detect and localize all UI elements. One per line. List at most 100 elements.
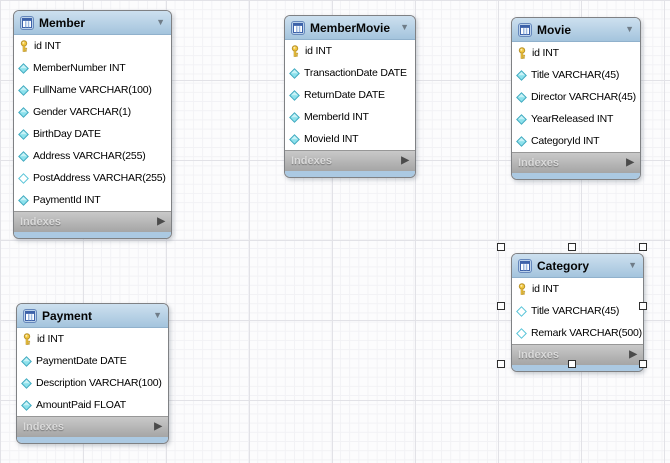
column-row[interactable]: id INT bbox=[17, 328, 168, 350]
column-row[interactable]: PostAddress VARCHAR(255) bbox=[14, 167, 171, 189]
column-icon bbox=[18, 62, 29, 74]
column-label: Title VARCHAR(45) bbox=[531, 69, 620, 81]
column-icon bbox=[516, 113, 527, 125]
column-icon bbox=[18, 128, 29, 140]
collapse-arrow-icon[interactable]: ▼ bbox=[400, 22, 409, 32]
column-row[interactable]: MemberId INT bbox=[285, 106, 415, 128]
column-icon bbox=[21, 377, 32, 389]
column-row[interactable]: Title VARCHAR(45) bbox=[512, 300, 643, 322]
column-row[interactable]: MovieId INT bbox=[285, 128, 415, 150]
column-row[interactable]: Address VARCHAR(255) bbox=[14, 145, 171, 167]
table-member[interactable]: Member▼id INT MemberNumber INT FullName VA… bbox=[13, 10, 172, 239]
selection-handle[interactable] bbox=[639, 243, 647, 251]
table-header-member[interactable]: Member▼ bbox=[14, 11, 171, 35]
column-row[interactable]: CategoryId INT bbox=[512, 130, 640, 152]
selection-handle[interactable] bbox=[568, 243, 576, 251]
column-label: YearReleased INT bbox=[531, 113, 614, 125]
column-row[interactable]: FullName VARCHAR(100) bbox=[14, 79, 171, 101]
column-label: PaymentId INT bbox=[33, 194, 101, 206]
table-icon bbox=[518, 22, 532, 37]
column-row[interactable]: BirthDay DATE bbox=[14, 123, 171, 145]
indexes-label: Indexes bbox=[23, 421, 64, 433]
indexes-bar[interactable]: Indexes▶ bbox=[285, 150, 415, 171]
column-row[interactable]: id INT bbox=[14, 35, 171, 57]
column-icon bbox=[21, 355, 32, 367]
column-row[interactable]: Gender VARCHAR(1) bbox=[14, 101, 171, 123]
table-icon bbox=[291, 20, 305, 35]
indexes-bar[interactable]: Indexes▶ bbox=[512, 152, 640, 173]
column-row[interactable]: id INT bbox=[512, 42, 640, 64]
column-row[interactable]: Description VARCHAR(100) bbox=[17, 372, 168, 394]
column-label: id INT bbox=[532, 47, 559, 59]
selection-handle[interactable] bbox=[639, 360, 647, 368]
collapse-arrow-icon[interactable]: ▼ bbox=[625, 24, 634, 34]
column-row[interactable]: Remark VARCHAR(500) bbox=[512, 322, 643, 344]
column-label: Director VARCHAR(45) bbox=[531, 91, 636, 103]
table-icon bbox=[20, 15, 34, 30]
expand-arrow-icon[interactable]: ▶ bbox=[629, 349, 637, 360]
table-header-membermovie[interactable]: MemberMovie ▼ bbox=[285, 16, 415, 40]
table-bottom-strip bbox=[285, 171, 415, 177]
column-label: FullName VARCHAR(100) bbox=[33, 84, 152, 96]
nullable-column-icon bbox=[516, 305, 527, 317]
table-header-movie[interactable]: Movie ▼ bbox=[512, 18, 640, 42]
collapse-arrow-icon[interactable]: ▼ bbox=[153, 310, 162, 320]
table-header-payment[interactable]: Payment▼ bbox=[17, 304, 168, 328]
expand-arrow-icon[interactable]: ▶ bbox=[157, 216, 165, 227]
table-bottom-strip bbox=[14, 232, 171, 238]
indexes-bar[interactable]: Indexes▶ bbox=[512, 344, 643, 365]
expand-arrow-icon[interactable]: ▶ bbox=[626, 157, 634, 168]
table-bottom-strip bbox=[512, 173, 640, 179]
column-row[interactable]: PaymentDate DATE bbox=[17, 350, 168, 372]
column-label: TransactionDate DATE bbox=[304, 67, 407, 79]
selection-handle[interactable] bbox=[497, 243, 505, 251]
selection-handle[interactable] bbox=[568, 360, 576, 368]
column-icon bbox=[516, 135, 527, 147]
column-label: Address VARCHAR(255) bbox=[33, 150, 146, 162]
column-label: id INT bbox=[37, 333, 64, 345]
column-row[interactable]: Title VARCHAR(45) bbox=[512, 64, 640, 86]
table-membermovie[interactable]: MemberMovie ▼ id INT TransactionDate DATE Re… bbox=[284, 15, 416, 178]
table-title: Movie bbox=[537, 22, 572, 37]
table-movie[interactable]: Movie ▼ id INT Title VARCHAR(45) Director VA… bbox=[511, 17, 641, 180]
column-label: MovieId INT bbox=[304, 133, 359, 145]
column-row[interactable]: YearReleased INT bbox=[512, 108, 640, 130]
table-icon bbox=[23, 308, 37, 323]
column-row[interactable]: id INT bbox=[285, 40, 415, 62]
table-icon bbox=[518, 258, 532, 273]
column-icon bbox=[289, 67, 300, 79]
table-payment[interactable]: Payment▼ id INT PaymentDate DATE Descriptio… bbox=[16, 303, 169, 444]
column-label: PaymentDate DATE bbox=[36, 355, 127, 367]
selection-handle[interactable] bbox=[497, 302, 505, 310]
table-header-category[interactable]: Category ▼ bbox=[512, 254, 643, 278]
column-row[interactable]: AmountPaid FLOAT bbox=[17, 394, 168, 416]
selection-handle[interactable] bbox=[639, 302, 647, 310]
indexes-bar[interactable]: Indexes ▶ bbox=[17, 416, 168, 437]
column-label: AmountPaid FLOAT bbox=[36, 399, 126, 411]
column-label: MemberNumber INT bbox=[33, 62, 126, 74]
table-title: MemberMovie bbox=[310, 20, 391, 35]
collapse-arrow-icon[interactable]: ▼ bbox=[156, 17, 165, 27]
primary-key-icon bbox=[18, 40, 30, 52]
column-icon bbox=[289, 89, 300, 101]
table-title: Category bbox=[537, 258, 590, 273]
column-row[interactable]: Director VARCHAR(45) bbox=[512, 86, 640, 108]
expand-arrow-icon[interactable]: ▶ bbox=[154, 421, 162, 432]
indexes-bar[interactable]: Indexes ▶ bbox=[14, 211, 171, 232]
column-row[interactable]: PaymentId INT bbox=[14, 189, 171, 211]
nullable-column-icon bbox=[18, 172, 29, 184]
column-row[interactable]: MemberNumber INT bbox=[14, 57, 171, 79]
column-row[interactable]: id INT bbox=[512, 278, 643, 300]
indexes-label: Indexes bbox=[20, 216, 61, 228]
column-row[interactable]: ReturnDate DATE bbox=[285, 84, 415, 106]
primary-key-icon bbox=[289, 45, 301, 57]
selection-handle[interactable] bbox=[497, 360, 505, 368]
primary-key-icon bbox=[516, 283, 528, 295]
column-icon bbox=[18, 150, 29, 162]
expand-arrow-icon[interactable]: ▶ bbox=[401, 155, 409, 166]
column-row[interactable]: TransactionDate DATE bbox=[285, 62, 415, 84]
table-bottom-strip bbox=[512, 365, 643, 371]
collapse-arrow-icon[interactable]: ▼ bbox=[628, 260, 637, 270]
